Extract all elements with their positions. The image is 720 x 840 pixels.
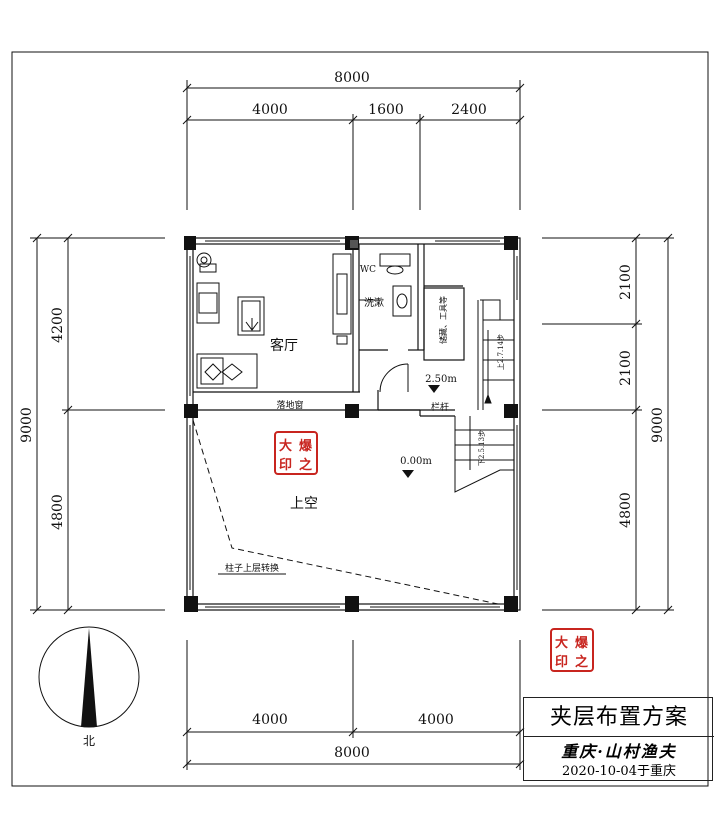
bottom-dimensions [182,640,525,770]
seal-char: 大 [279,439,293,454]
label-wash: 洗漱 [364,297,384,309]
label-railing: 栏杆 [431,401,449,413]
dim-left-seg1: 4200 [50,307,66,343]
door-swing [379,363,409,393]
seal-char: 之 [575,655,589,670]
left-dimensions [30,233,165,615]
seal-char: 爆 [299,439,313,454]
bathroom-fixtures [332,253,412,345]
label-level-lower: 0.00m [400,456,432,467]
label-living-room: 客厅 [270,337,298,354]
dim-left-total: 9000 [19,407,35,443]
label-level-upper: 2.50m [425,374,457,385]
drawing-title: 夹层布置方案 [524,700,714,737]
drawing-date: 2020-10-04于重庆 [562,764,676,779]
label-wc: WC [360,265,376,275]
windows [189,240,518,608]
compass-north-label: 北 [83,734,95,748]
dim-top-seg2: 1600 [368,102,404,118]
author-signature: 重庆·山村渔夫 [561,742,677,761]
dim-bottom-seg2: 4000 [418,712,454,728]
label-stair-down: 下2.5.13步 [478,430,486,466]
red-seal-stamp: 大 印 爆 之 [550,628,594,672]
dim-right-seg2: 2100 [618,350,634,386]
dim-top-total: 8000 [334,70,370,86]
dim-bottom-seg1: 4000 [252,712,288,728]
living-room-furniture [196,252,265,389]
dim-bottom-total: 8000 [334,745,370,761]
dim-top-seg1: 4000 [252,102,288,118]
seal-char: 之 [299,458,313,473]
label-window: 落地窗 [276,399,303,411]
dim-top-seg3: 2400 [451,102,487,118]
sheet-border [11,51,709,787]
seal-char: 爆 [575,636,589,651]
seal-char: 大 [555,636,569,651]
dim-right-seg1: 2100 [618,264,634,300]
level-marker-upper [428,385,440,393]
dim-right-seg3: 4800 [618,492,634,528]
dim-right-total: 9000 [650,407,666,443]
label-void: 上空 [290,496,318,512]
dim-left-seg2: 4800 [50,494,66,530]
label-storage: 储藏、工具等 [438,296,448,344]
seal-char: 印 [279,458,293,473]
label-stair-up: 上2.7.14步 [496,334,505,370]
columns [184,236,518,612]
red-seal-stamp: 大 印 爆 之 [274,431,318,475]
seal-char: 印 [555,655,569,670]
top-dimensions [182,80,525,210]
stairs [454,299,514,493]
north-compass [38,626,140,728]
level-marker-lower [402,470,414,478]
title-block: 夹层布置方案 重庆·山村渔夫 2020-10-04于重庆 [523,697,714,781]
right-dimensions [542,233,674,615]
void-outline [192,419,499,605]
label-column-note: 柱子上层转换 [225,562,279,574]
